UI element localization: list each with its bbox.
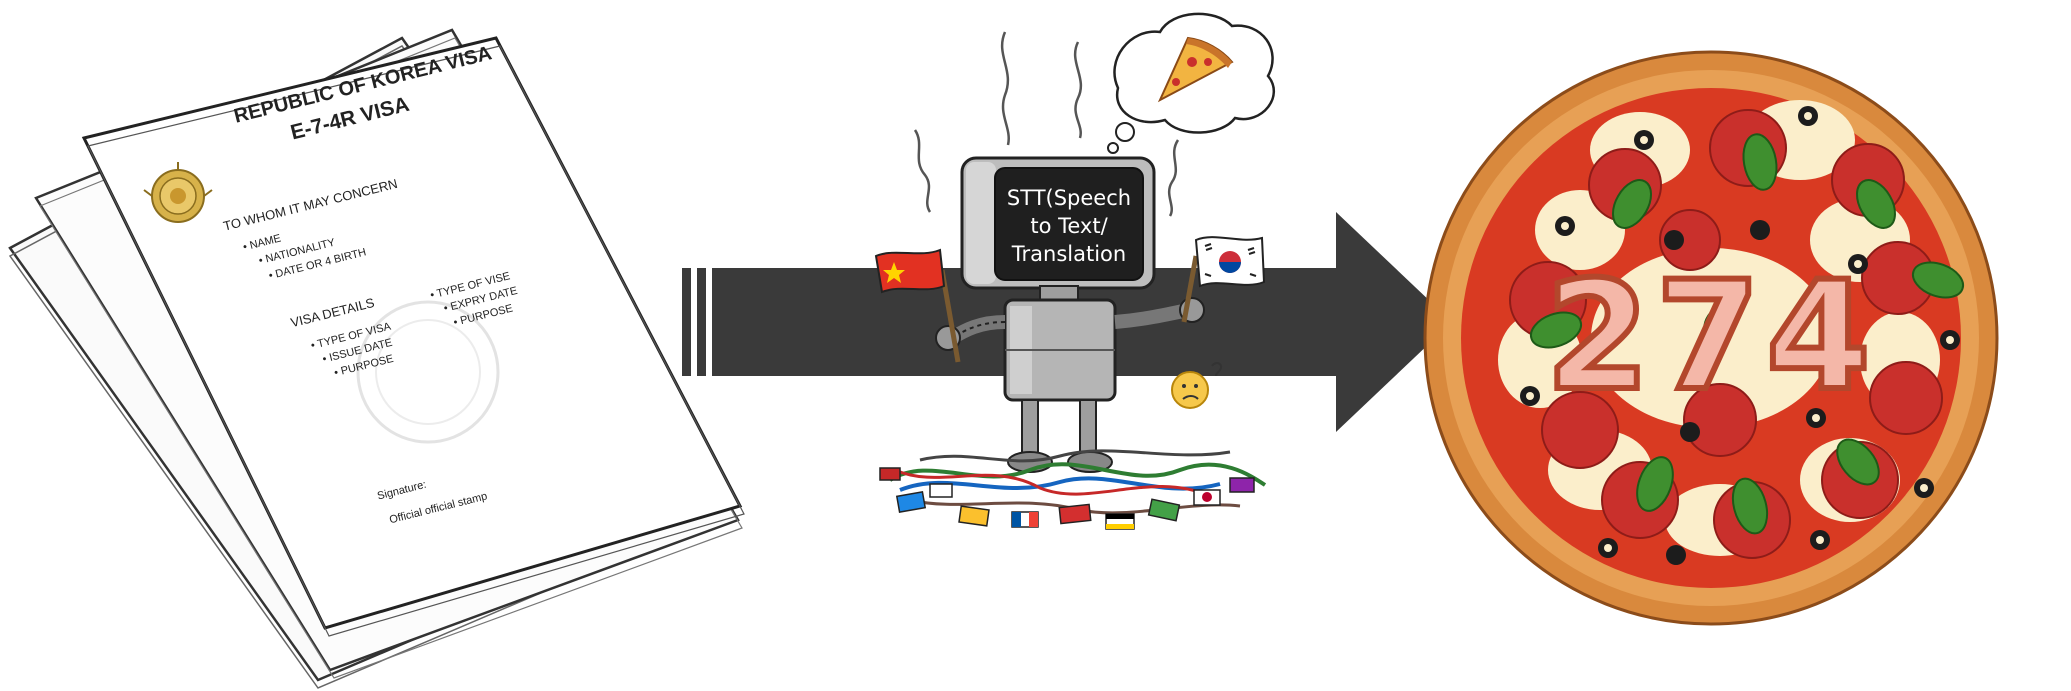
screen-line-3: Translation xyxy=(1011,242,1126,266)
pizza: 274 xyxy=(1425,52,1997,624)
visa-document-stack: REPUBLIC OF KOREA VISA E-7-4R VISA TO WH… xyxy=(10,30,744,688)
screen-line-2: to Text/ xyxy=(1030,214,1108,238)
screen-line-1: STT(Speech xyxy=(1007,186,1131,210)
translator-robot: STT(Speech to Text/ Translation xyxy=(876,14,1274,529)
pizza-number: 274 xyxy=(1545,250,1876,424)
thought-bubble xyxy=(1108,14,1274,153)
